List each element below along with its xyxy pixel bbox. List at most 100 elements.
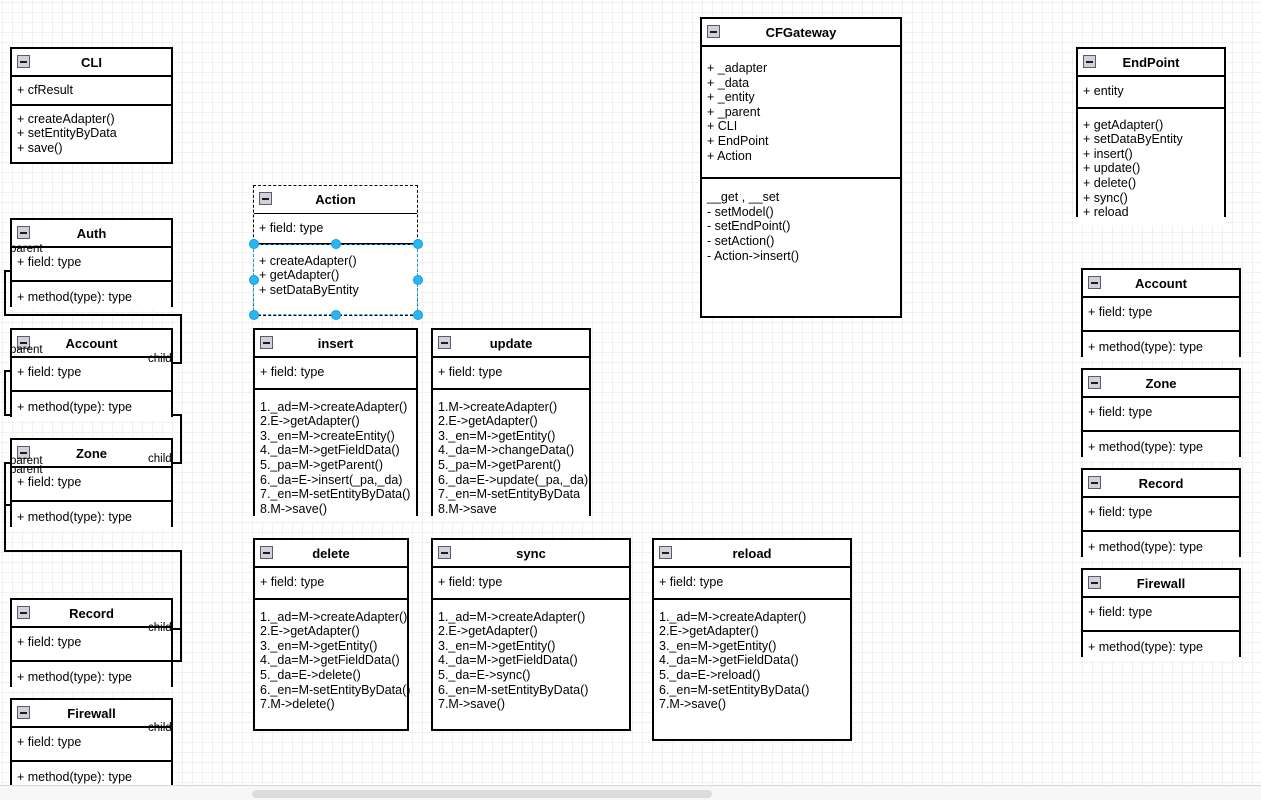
class-operations-sync: 1._ad=M->createAdapter() 2.E->getAdapter…: [433, 599, 629, 718]
operation-row: 5._pa=M->getParent(): [438, 457, 561, 472]
minus-collapse-icon[interactable]: [17, 706, 30, 719]
class-box-record-left[interactable]: Record + field: type + method(type): typ…: [10, 598, 173, 691]
resize-handle-se[interactable]: [413, 310, 423, 320]
class-header-record-left: Record: [12, 600, 171, 628]
class-attributes-cfgateway: + _adapter + _data + _entity + _parent +…: [702, 47, 900, 180]
edge-label-zone-parent-a: parent: [10, 455, 43, 467]
minus-collapse-icon[interactable]: [17, 226, 30, 239]
class-title: CLI: [81, 55, 102, 70]
operation-row: 4._da=M->getFieldData(): [438, 653, 578, 668]
class-box-zone-right[interactable]: Zone + field: type + method(type): type: [1081, 368, 1241, 461]
operation-row: 8.M->save: [438, 501, 497, 516]
connector-zone-to-record: [4, 550, 182, 552]
operation-row: 8.M->save(): [260, 501, 328, 516]
class-box-cli[interactable]: CLI + cfResult + createAdapter() + setEn…: [10, 47, 173, 164]
class-box-firewall-right[interactable]: Firewall + field: type + method(type): t…: [1081, 568, 1241, 661]
minus-collapse-icon[interactable]: [1088, 276, 1101, 289]
class-operations-account-right: + method(type): type: [1083, 331, 1239, 361]
minus-collapse-icon[interactable]: [438, 336, 451, 349]
class-box-account-right[interactable]: Account + field: type + method(type): ty…: [1081, 268, 1241, 361]
class-box-insert[interactable]: insert + field: type 1._ad=M->createAdap…: [253, 328, 418, 523]
minus-collapse-icon[interactable]: [1088, 376, 1101, 389]
operation-row: - setAction(): [707, 233, 775, 248]
class-title: Zone: [1145, 376, 1177, 391]
operation-row: 7._en=M-setEntityByData: [438, 487, 581, 502]
operation-row: 4._da=M->getFieldData(): [260, 653, 400, 668]
class-box-delete[interactable]: delete + field: type 1._ad=M->createAdap…: [253, 538, 410, 731]
attribute-row: + field: type: [1088, 405, 1153, 419]
class-title: CFGateway: [765, 25, 837, 40]
operation-row: + reload: [1083, 205, 1129, 220]
operation-row: 1._ad=M->createAdapter(): [260, 399, 408, 414]
connector-auth-parent-vertical: [4, 270, 6, 316]
class-header-account-right: Account: [1083, 270, 1239, 298]
class-operations-update: 1.M->createAdapter() 2.E->getAdapter() 3…: [433, 389, 589, 523]
class-attributes-cli: + cfResult: [12, 77, 171, 106]
minus-collapse-icon[interactable]: [17, 446, 30, 459]
minus-collapse-icon[interactable]: [707, 25, 720, 38]
attribute-row: + EndPoint: [707, 133, 769, 148]
operation-row: 6._da=E->insert(_pa,_da): [260, 472, 403, 487]
class-attributes-delete: + field: type: [255, 568, 407, 600]
operation-row: 2.E->getAdapter(): [438, 624, 538, 639]
edge-label-record-child: child: [148, 622, 172, 634]
edge-label-zone-child: child: [148, 453, 172, 465]
class-header-firewall-right: Firewall: [1083, 570, 1239, 598]
scrollbar-thumb[interactable]: [252, 790, 712, 798]
class-box-record-right[interactable]: Record + field: type + method(type): typ…: [1081, 468, 1241, 561]
resize-handle-n[interactable]: [331, 239, 341, 249]
attribute-row: + _adapter: [707, 61, 768, 75]
class-box-firewall-left[interactable]: Firewall + field: type + method(type): t…: [10, 698, 173, 791]
operation-row: + setDataByEntity: [259, 282, 359, 297]
resize-handle-ne[interactable]: [413, 239, 423, 249]
operation-row: 3._en=M->getEntity(): [260, 638, 378, 653]
minus-collapse-icon[interactable]: [17, 336, 30, 349]
attribute-row: + field: type: [17, 635, 82, 649]
minus-collapse-icon[interactable]: [659, 546, 672, 559]
minus-collapse-icon[interactable]: [438, 546, 451, 559]
horizontal-scrollbar[interactable]: [0, 785, 1261, 800]
class-title: Action: [315, 192, 356, 207]
attribute-row: + field: type: [1088, 305, 1153, 319]
class-title: Account: [1135, 276, 1187, 291]
operation-row: 1._ad=M->createAdapter(): [260, 609, 408, 624]
attribute-row: + field: type: [438, 365, 503, 379]
class-box-zone-left[interactable]: Zone + field: type + method(type): type: [10, 438, 173, 531]
class-box-cfgateway[interactable]: CFGateway + _adapter + _data + _entity +…: [700, 17, 902, 318]
operation-row: + method(type): type: [1088, 339, 1203, 354]
attribute-row: + _entity: [707, 90, 755, 105]
resize-handle-s[interactable]: [331, 310, 341, 320]
class-box-sync[interactable]: sync + field: type 1._ad=M->createAdapte…: [431, 538, 631, 731]
class-box-reload[interactable]: reload + field: type 1._ad=M->createAdap…: [652, 538, 852, 741]
operation-row: - setModel(): [707, 204, 774, 219]
operation-row: + setDataByEntity: [1083, 132, 1183, 147]
minus-collapse-icon[interactable]: [1088, 576, 1101, 589]
class-box-action[interactable]: Action + field: type + createAdapter() +…: [253, 185, 418, 316]
class-box-account-left[interactable]: Account + field: type + method(type): ty…: [10, 328, 173, 421]
operation-row: __get , __set: [707, 190, 780, 205]
minus-collapse-icon[interactable]: [260, 546, 273, 559]
class-operations-record-right: + method(type): type: [1083, 531, 1239, 561]
class-box-update[interactable]: update + field: type 1.M->createAdapter(…: [431, 328, 591, 523]
operation-row: + method(type): type: [17, 769, 132, 784]
minus-collapse-icon[interactable]: [1088, 476, 1101, 489]
minus-collapse-icon[interactable]: [259, 192, 272, 205]
operation-row: + method(type): type: [1088, 439, 1203, 454]
minus-collapse-icon[interactable]: [17, 606, 30, 619]
minus-collapse-icon[interactable]: [260, 336, 273, 349]
resize-handle-w[interactable]: [249, 275, 259, 285]
connector-account-to-zone: [180, 414, 182, 464]
class-operations-firewall-right: + method(type): type: [1083, 631, 1239, 661]
class-box-endpoint[interactable]: EndPoint + entity + getAdapter() + setDa…: [1076, 47, 1226, 226]
operation-row: - setEndPoint(): [707, 219, 791, 234]
minus-collapse-icon[interactable]: [17, 55, 30, 68]
attribute-row: + field: type: [659, 575, 724, 589]
class-header-update: update: [433, 330, 589, 358]
resize-handle-sw[interactable]: [249, 310, 259, 320]
minus-collapse-icon[interactable]: [1083, 55, 1096, 68]
resize-handle-nw[interactable]: [249, 239, 259, 249]
class-box-auth[interactable]: Auth + field: type + method(type): type: [10, 218, 173, 311]
class-attributes-record-left: + field: type: [12, 628, 171, 662]
resize-handle-e[interactable]: [413, 275, 423, 285]
